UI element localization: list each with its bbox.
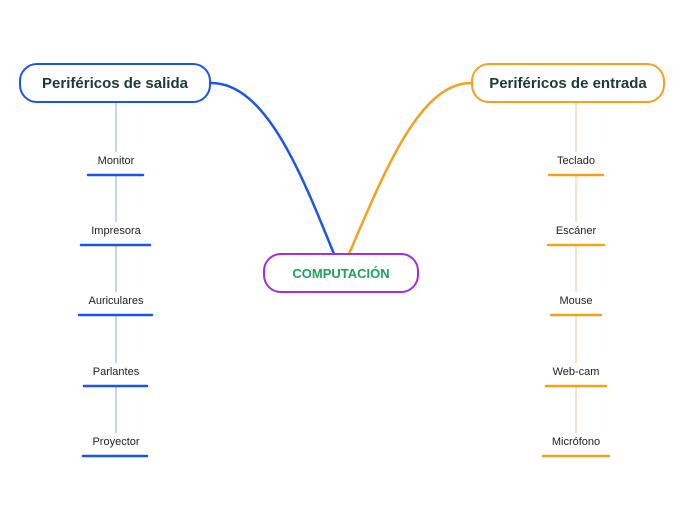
subtopic-auriculares[interactable]: Auriculares bbox=[88, 295, 144, 307]
topic-perifericos-entrada[interactable]: Periféricos de entrada bbox=[471, 63, 665, 103]
subtopic-mouse[interactable]: Mouse bbox=[559, 295, 593, 307]
branch-left-connector bbox=[210, 81, 336, 255]
subtopic-parlantes[interactable]: Parlantes bbox=[92, 366, 140, 378]
subtopic-escaner[interactable]: Escáner bbox=[555, 225, 597, 237]
left-subtopic-underlines bbox=[77, 173, 154, 458]
right-subtopic-underlines bbox=[541, 173, 611, 458]
branch-right-connector bbox=[347, 81, 472, 255]
central-topic-label: COMPUTACIÓN bbox=[292, 265, 390, 281]
topic-perifericos-entrada-label: Periféricos de entrada bbox=[489, 74, 647, 92]
subtopic-microfono[interactable]: Micrófono bbox=[551, 436, 601, 448]
topic-perifericos-salida[interactable]: Periféricos de salida bbox=[19, 63, 211, 103]
subtopic-teclado[interactable]: Teclado bbox=[557, 155, 595, 167]
subtopic-webcam[interactable]: Web-cam bbox=[552, 366, 600, 378]
subtopic-proyector[interactable]: Proyector bbox=[92, 436, 140, 448]
subtopic-monitor[interactable]: Monitor bbox=[97, 155, 135, 167]
topic-perifericos-salida-label: Periféricos de salida bbox=[42, 74, 188, 92]
subtopic-impresora[interactable]: Impresora bbox=[91, 225, 141, 237]
central-topic[interactable]: COMPUTACIÓN bbox=[263, 253, 419, 293]
